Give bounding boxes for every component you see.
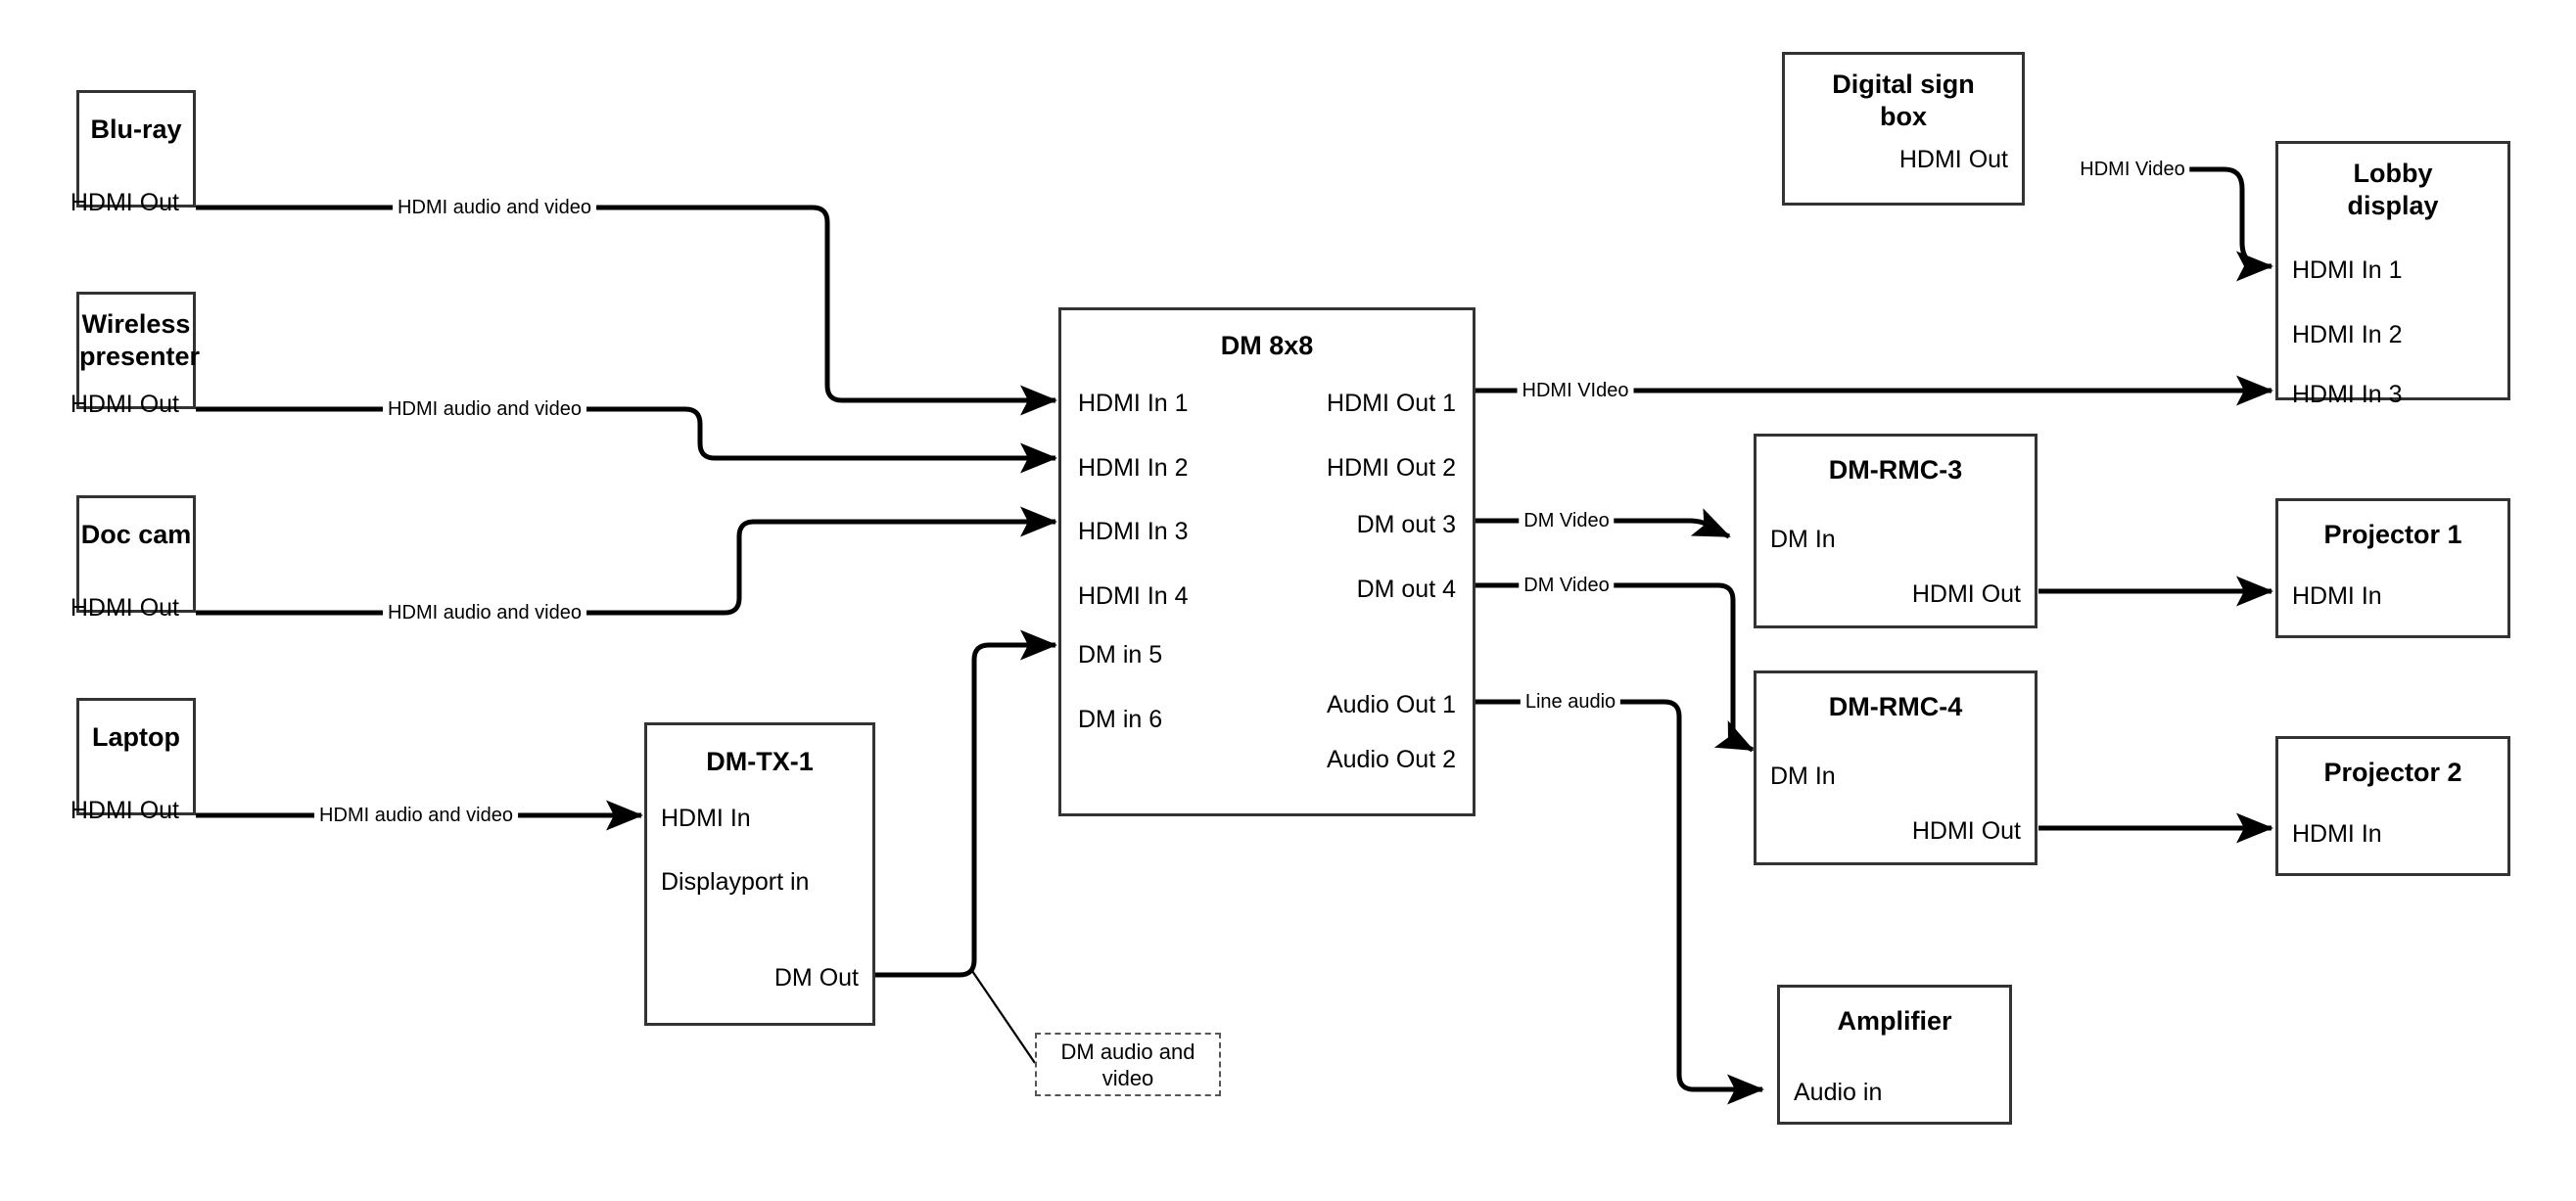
node-dm-tx-1[interactable]: DM-TX-1 HDMI In Displayport in DM Out (644, 722, 875, 1026)
wire-label-doccam: HDMI audio and video (383, 602, 586, 624)
node-title-lobby-line2: display (2347, 191, 2439, 220)
node-projector-2[interactable]: Projector 2 HDMI In (2275, 736, 2510, 876)
node-title-doc-cam: Doc cam (80, 520, 192, 549)
port-rmc4-hdmi-out[interactable]: HDMI Out (1911, 817, 2021, 845)
port-dm88-audio-out-2[interactable]: Audio Out 2 (1326, 746, 1456, 773)
node-title-dm-8x8: DM 8x8 (1220, 331, 1314, 360)
node-title-dm-rmc-3: DM-RMC-3 (1828, 455, 1963, 485)
wire-dm88-audio1-to-amplifier (1473, 699, 1765, 1105)
node-wireless-presenter[interactable]: Wireless presenter HDMI Out (70, 292, 201, 418)
port-rmc4-dm-in[interactable]: DM In (1770, 762, 1836, 790)
port-laptop-hdmi-out[interactable]: HDMI Out (70, 797, 179, 824)
wire-dmtx-to-dm88-in5 (875, 629, 1058, 978)
port-dm88-hdmi-in-1[interactable]: HDMI In 1 (1078, 390, 1189, 417)
node-digital-sign-box[interactable]: Digital sign box HDMI Out (1782, 52, 2025, 206)
port-rmc3-dm-in[interactable]: DM In (1770, 526, 1836, 553)
port-doc-cam-hdmi-out[interactable]: HDMI Out (70, 594, 179, 622)
node-title-laptop: Laptop (92, 722, 180, 752)
node-title-amplifier: Amplifier (1837, 1006, 1952, 1036)
port-dm-tx-dm-out[interactable]: DM Out (773, 964, 859, 992)
port-lobby-hdmi-in-3[interactable]: HDMI In 3 (2292, 381, 2403, 408)
port-amplifier-audio-in[interactable]: Audio in (1794, 1079, 1883, 1106)
port-lobby-hdmi-in-2[interactable]: HDMI In 2 (2292, 321, 2403, 348)
node-title-lobby-line1: Lobby (2353, 159, 2433, 188)
node-title-wireless-line1: Wireless (81, 309, 191, 339)
wire-label-digital-sign: HDMI Video (2075, 159, 2190, 180)
wire-label-audio-out1: Line audio (1520, 691, 1621, 713)
port-blu-ray-hdmi-out[interactable]: HDMI Out (70, 189, 179, 216)
port-dm88-hdmi-out-2[interactable]: HDMI Out 2 (1327, 454, 1456, 482)
callout-leader-line (971, 970, 1036, 1064)
port-rmc3-hdmi-out[interactable]: HDMI Out (1911, 580, 2021, 608)
node-title-dm-rmc-4: DM-RMC-4 (1828, 692, 1963, 721)
port-dm-tx-displayport-in[interactable]: Displayport in (661, 868, 810, 896)
node-dm-rmc-3[interactable]: DM-RMC-3 DM In HDMI Out (1754, 434, 2037, 628)
node-projector-1[interactable]: Projector 1 HDMI In (2275, 498, 2510, 638)
port-wireless-hdmi-out[interactable]: HDMI Out (70, 391, 179, 418)
node-blu-ray[interactable]: Blu-ray HDMI Out (70, 90, 196, 216)
node-title-digital-sign-line2: box (1879, 102, 1927, 131)
node-title-projector-2: Projector 2 (2323, 758, 2462, 787)
wire-wireless-to-dm88-in2 (196, 406, 1058, 474)
wire-doccam-to-dm88-in3 (196, 506, 1058, 616)
node-dm-8x8[interactable]: DM 8x8 HDMI In 1 HDMI In 2 HDMI In 3 HDM… (1058, 307, 1475, 816)
port-dm88-hdmi-in-4[interactable]: HDMI In 4 (1078, 582, 1189, 610)
node-laptop[interactable]: Laptop HDMI Out (70, 698, 196, 824)
port-projector-1-hdmi-in[interactable]: HDMI In (2292, 582, 2382, 610)
wire-label-hdmi-out1: HDMI VIdeo (1517, 380, 1634, 401)
node-title-projector-1: Projector 1 (2323, 520, 2462, 549)
wire-dsb-to-lobby-in1 (2183, 166, 2274, 282)
port-dm88-audio-out-1[interactable]: Audio Out 1 (1326, 691, 1456, 718)
wire-label-bluray: HDMI audio and video (393, 197, 596, 218)
wire-dm88-out4-to-rmc4 (1473, 582, 1755, 753)
port-lobby-hdmi-in-1[interactable]: HDMI In 1 (2292, 256, 2403, 284)
wire-label-dm-out4: DM Video (1519, 575, 1615, 596)
wire-label-dm-out3: DM Video (1519, 510, 1615, 531)
node-lobby-display[interactable]: Lobby display HDMI In 1 HDMI In 2 HDMI I… (2275, 141, 2510, 408)
port-dm88-hdmi-in-2[interactable]: HDMI In 2 (1078, 454, 1189, 482)
port-projector-2-hdmi-in[interactable]: HDMI In (2292, 820, 2382, 848)
node-title-blu-ray: Blu-ray (90, 115, 182, 144)
wire-label-laptop: HDMI audio and video (314, 805, 518, 826)
port-dm88-dm-out-3[interactable]: DM out 3 (1356, 511, 1456, 538)
port-dm88-dm-in-5[interactable]: DM in 5 (1078, 641, 1163, 669)
node-amplifier[interactable]: Amplifier Audio in (1777, 985, 2012, 1125)
port-dm-tx-hdmi-in[interactable]: HDMI In (661, 805, 751, 832)
node-dm-rmc-4[interactable]: DM-RMC-4 DM In HDMI Out (1754, 670, 2037, 865)
node-doc-cam[interactable]: Doc cam HDMI Out (70, 495, 196, 622)
port-dm88-hdmi-out-1[interactable]: HDMI Out 1 (1327, 390, 1456, 417)
port-dm88-hdmi-in-3[interactable]: HDMI In 3 (1078, 518, 1189, 545)
node-title-dm-tx-1: DM-TX-1 (706, 747, 814, 776)
node-title-digital-sign-line1: Digital sign (1832, 69, 1975, 99)
port-dm88-dm-out-4[interactable]: DM out 4 (1356, 576, 1456, 603)
port-dm88-dm-in-6[interactable]: DM in 6 (1078, 706, 1163, 733)
wire-bluray-to-dm88-in1 (196, 205, 1058, 416)
node-title-wireless-line2: presenter (79, 342, 201, 371)
wire-label-wireless: HDMI audio and video (383, 398, 586, 420)
port-digital-sign-hdmi-out[interactable]: HDMI Out (1898, 146, 2008, 173)
callout-dm-audio-and-video: DM audio and video (1035, 1033, 1221, 1096)
